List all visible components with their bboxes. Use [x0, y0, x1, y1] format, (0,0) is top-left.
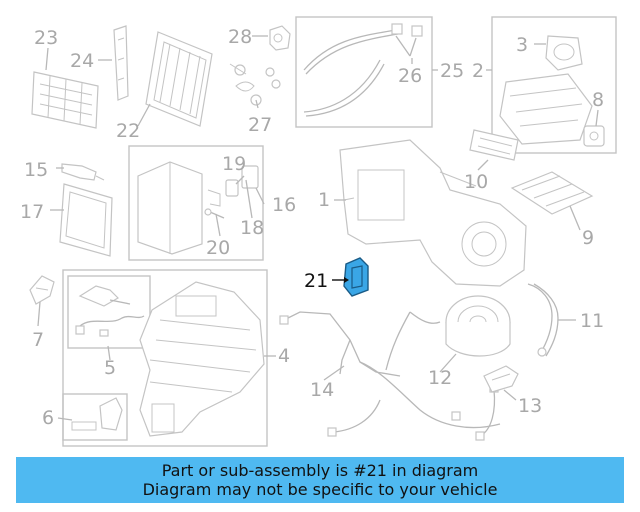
group-box-6 — [62, 393, 128, 441]
part-17-frame — [59, 183, 113, 257]
group-box-25 — [295, 16, 433, 128]
part-15-sensor — [61, 163, 105, 181]
part-16-module — [137, 161, 259, 255]
callout-20: 20 — [206, 237, 230, 259]
callout-13: 13 — [518, 395, 542, 417]
callout-9: 9 — [582, 227, 594, 249]
callout-25: 25 — [440, 60, 464, 82]
part-10-seal — [469, 129, 519, 161]
callout-27: 27 — [248, 114, 272, 136]
callout-16: 16 — [272, 194, 296, 216]
part-24-bracket — [113, 25, 129, 101]
callout-19: 19 — [222, 153, 246, 175]
callout-6: 6 — [42, 407, 54, 429]
group-box-5 — [67, 275, 151, 349]
part-7-clip — [29, 275, 55, 305]
callout-23: 23 — [34, 27, 58, 49]
callout-11: 11 — [580, 310, 604, 332]
callout-8: 8 — [592, 89, 604, 111]
group-box-4 — [62, 269, 268, 447]
part-3-gasket — [545, 35, 583, 71]
part-11-hose — [527, 283, 559, 357]
part-28-sensor — [269, 25, 291, 51]
callout-10: 10 — [464, 171, 488, 193]
callout-5: 5 — [104, 357, 116, 379]
part-5-cables — [75, 285, 145, 337]
part-12-blower-motor — [445, 295, 511, 357]
callout-26: 26 — [398, 65, 422, 87]
callout-17: 17 — [20, 201, 44, 223]
callout-14: 14 — [310, 379, 334, 401]
callout-24: 24 — [70, 50, 94, 72]
callout-3: 3 — [516, 34, 528, 56]
banner-line-1: Part or sub-assembly is #21 in diagram — [161, 461, 479, 480]
part-27-fittings — [229, 63, 281, 106]
banner-line-2: Diagram may not be specific to your vehi… — [142, 480, 498, 499]
callout-12: 12 — [428, 367, 452, 389]
part-21-shape — [343, 257, 369, 297]
part-25-refrigerant-lines — [303, 23, 423, 117]
callout-7: 7 — [32, 329, 44, 351]
part-4-distribution-housing — [139, 281, 265, 437]
part-14-wiring-harness — [279, 311, 501, 441]
callout-28: 28 — [228, 26, 252, 48]
part-1-hvac-housing — [339, 139, 527, 287]
part-23-heater-core — [31, 71, 99, 129]
callout-4: 4 — [278, 345, 290, 367]
info-banner: Part or sub-assembly is #21 in diagram D… — [16, 457, 624, 503]
part-22-evaporator — [145, 31, 213, 127]
part-13-resistor — [483, 365, 519, 393]
leader-lines — [37, 35, 599, 421]
group-box-2 — [491, 16, 617, 154]
part-8-actuator — [583, 125, 605, 147]
part-9-cabin-filter — [510, 171, 594, 215]
callout-18: 18 — [240, 217, 264, 239]
part-2-housing — [499, 73, 593, 145]
callout-2: 2 — [472, 60, 484, 82]
callout-22: 22 — [116, 120, 140, 142]
part-6-actuator — [71, 397, 123, 431]
callout-1: 1 — [318, 189, 330, 211]
part-21-highlighted — [332, 257, 369, 297]
callout-15: 15 — [24, 159, 48, 181]
callout-21-highlighted: 21 — [304, 270, 328, 292]
